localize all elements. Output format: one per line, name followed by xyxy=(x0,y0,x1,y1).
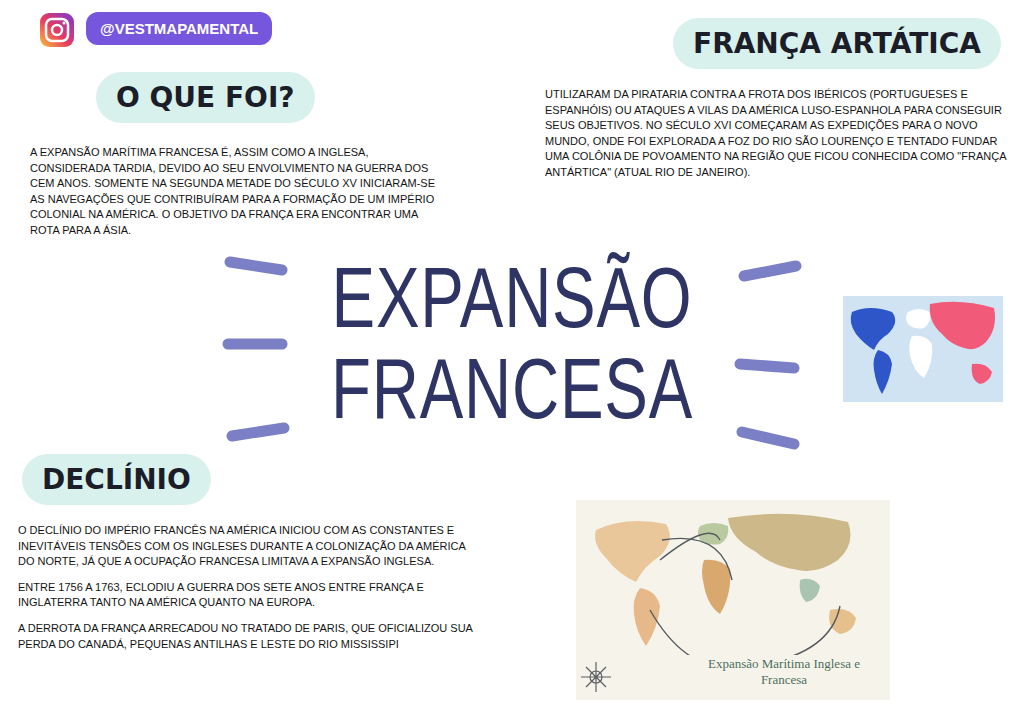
section-heading: FRANÇA ARTÁTICA xyxy=(673,18,1001,69)
section-body: O DECLÍNIO DO IMPÉRIO FRANCÊS NA AMÉRICA… xyxy=(18,523,476,570)
section-body: A DERROTA DA FRANÇA ARRECADOU NO TRATADO… xyxy=(18,621,476,652)
section-heading: O QUE FOI? xyxy=(96,72,315,123)
map-caption: Expansão Marítima Inglesa e Francesa xyxy=(688,655,880,689)
section-body: UTILIZARAM DA PIRATARIA CONTRA A FROTA D… xyxy=(545,87,1013,181)
topic-section: DECLÍNIO O DECLÍNIO DO IMPÉRIO FRANCÊS NA… xyxy=(18,454,476,652)
section-body: ENTRE 1756 A 1763, ECLODIU A GUERRA DOS … xyxy=(18,580,476,611)
instagram-icon xyxy=(40,13,74,47)
handle-badge: @VESTMAPAMENTAL xyxy=(86,12,272,45)
section-heading: DECLÍNIO xyxy=(22,454,211,505)
topic-section: FRANÇA ARTÁTICA UTILIZARAM DA PIRATARIA C… xyxy=(545,18,1013,181)
world-map-small xyxy=(843,296,1003,402)
central-title: EXPANSÃO FRANCESA xyxy=(322,252,702,434)
world-map-routes xyxy=(576,500,890,700)
section-body: A EXPANSÃO MARÍTIMA FRANCESA É, ASSIM CO… xyxy=(30,145,442,239)
compass-rose xyxy=(581,662,611,692)
topic-section: O QUE FOI? A EXPANSÃO MARÍTIMA FRANCESA É… xyxy=(30,72,442,239)
handle-text: @VESTMAPAMENTAL xyxy=(86,12,272,45)
